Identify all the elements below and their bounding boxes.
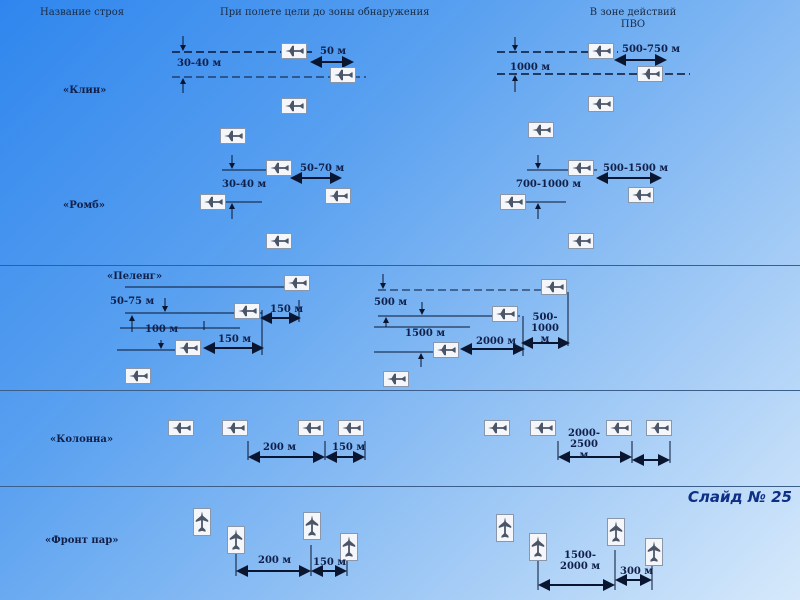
dimension-label: 150 м: [218, 334, 252, 345]
aircraft-icon: [433, 342, 459, 358]
dimension-label: 30-40 м: [177, 58, 222, 69]
aircraft-icon: [193, 508, 211, 536]
dimension-label: 1500-2000 м: [560, 550, 600, 572]
aircraft-icon: [541, 279, 567, 295]
aircraft-icon: [281, 98, 307, 114]
aircraft-icon: [500, 194, 526, 210]
aircraft-icon: [234, 303, 260, 319]
aircraft-icon: [338, 420, 364, 436]
aircraft-icon: [298, 420, 324, 436]
aircraft-icon: [330, 67, 356, 83]
aircraft-icon: [266, 160, 292, 176]
dimension-label: 50-75 м: [110, 296, 155, 307]
separator-1: [0, 265, 800, 266]
dimension-label: 2000 м: [476, 336, 516, 347]
header-formation-name: Название строя: [40, 7, 125, 18]
aircraft-icon: [568, 233, 594, 249]
formation-label-romb: «Ромб»: [63, 200, 106, 211]
aircraft-icon: [528, 122, 554, 138]
aircraft-icon: [529, 533, 547, 561]
aircraft-icon: [383, 371, 409, 387]
dimension-label: 1500 м: [405, 328, 445, 339]
formation-label-klin: «Клин»: [63, 85, 107, 96]
aircraft-icon: [588, 43, 614, 59]
dimension-label: 500 м: [374, 297, 408, 308]
dimension-label: 500-1000 м: [531, 312, 559, 345]
separator-2: [0, 390, 800, 391]
dimension-label: 100 м: [145, 324, 179, 335]
dimension-label: 300 м: [620, 566, 654, 577]
formation-label-kolonna: «Колонна»: [50, 434, 114, 445]
dimension-label: 2000-2500 м: [568, 428, 600, 461]
aircraft-icon: [220, 128, 246, 144]
aircraft-icon: [496, 514, 514, 542]
dimension-label: 150 м: [270, 304, 304, 315]
dimension-label: 1000 м: [510, 62, 550, 73]
aircraft-icon: [606, 420, 632, 436]
separator-3: [0, 486, 800, 487]
formation-label-peleng: «Пеленг»: [107, 271, 163, 282]
aircraft-icon: [325, 188, 351, 204]
dimension-label: 700-1000 м: [516, 179, 582, 190]
dimension-label: 200 м: [258, 555, 292, 566]
aircraft-icon: [568, 160, 594, 176]
aircraft-icon: [646, 420, 672, 436]
aircraft-icon: [530, 420, 556, 436]
aircraft-icon: [607, 518, 625, 546]
dimension-label: 30-40 м: [222, 179, 267, 190]
dimension-label: 500-750 м: [622, 44, 681, 55]
aircraft-icon: [227, 526, 245, 554]
dimension-label: 500-1500 м: [603, 163, 669, 174]
aircraft-icon: [637, 66, 663, 82]
aircraft-icon: [222, 420, 248, 436]
aircraft-icon: [340, 533, 358, 561]
aircraft-icon: [492, 306, 518, 322]
aircraft-icon: [284, 275, 310, 291]
aircraft-icon: [125, 368, 151, 384]
aircraft-icon: [200, 194, 226, 210]
aircraft-icon: [645, 538, 663, 566]
slide-number: Слайд № 25: [687, 488, 792, 506]
aircraft-icon: [266, 233, 292, 249]
header-before-detection: При полете цели до зоны обнаружения: [220, 7, 430, 18]
aircraft-icon: [303, 512, 321, 540]
dimension-label: 150 м: [313, 557, 347, 568]
aircraft-icon: [281, 43, 307, 59]
formation-label-front-par: «Фронт пар»: [45, 535, 119, 546]
aircraft-icon: [168, 420, 194, 436]
aircraft-icon: [588, 96, 614, 112]
dimension-label: 50 м: [320, 46, 347, 57]
dimension-label: 50-70 м: [300, 163, 345, 174]
dimension-label: 150 м: [332, 442, 366, 453]
aircraft-icon: [175, 340, 201, 356]
dimension-label: 200 м: [263, 442, 297, 453]
aircraft-icon: [628, 187, 654, 203]
header-air-defense-zone: В зоне действий ПВО: [589, 7, 677, 30]
aircraft-icon: [484, 420, 510, 436]
